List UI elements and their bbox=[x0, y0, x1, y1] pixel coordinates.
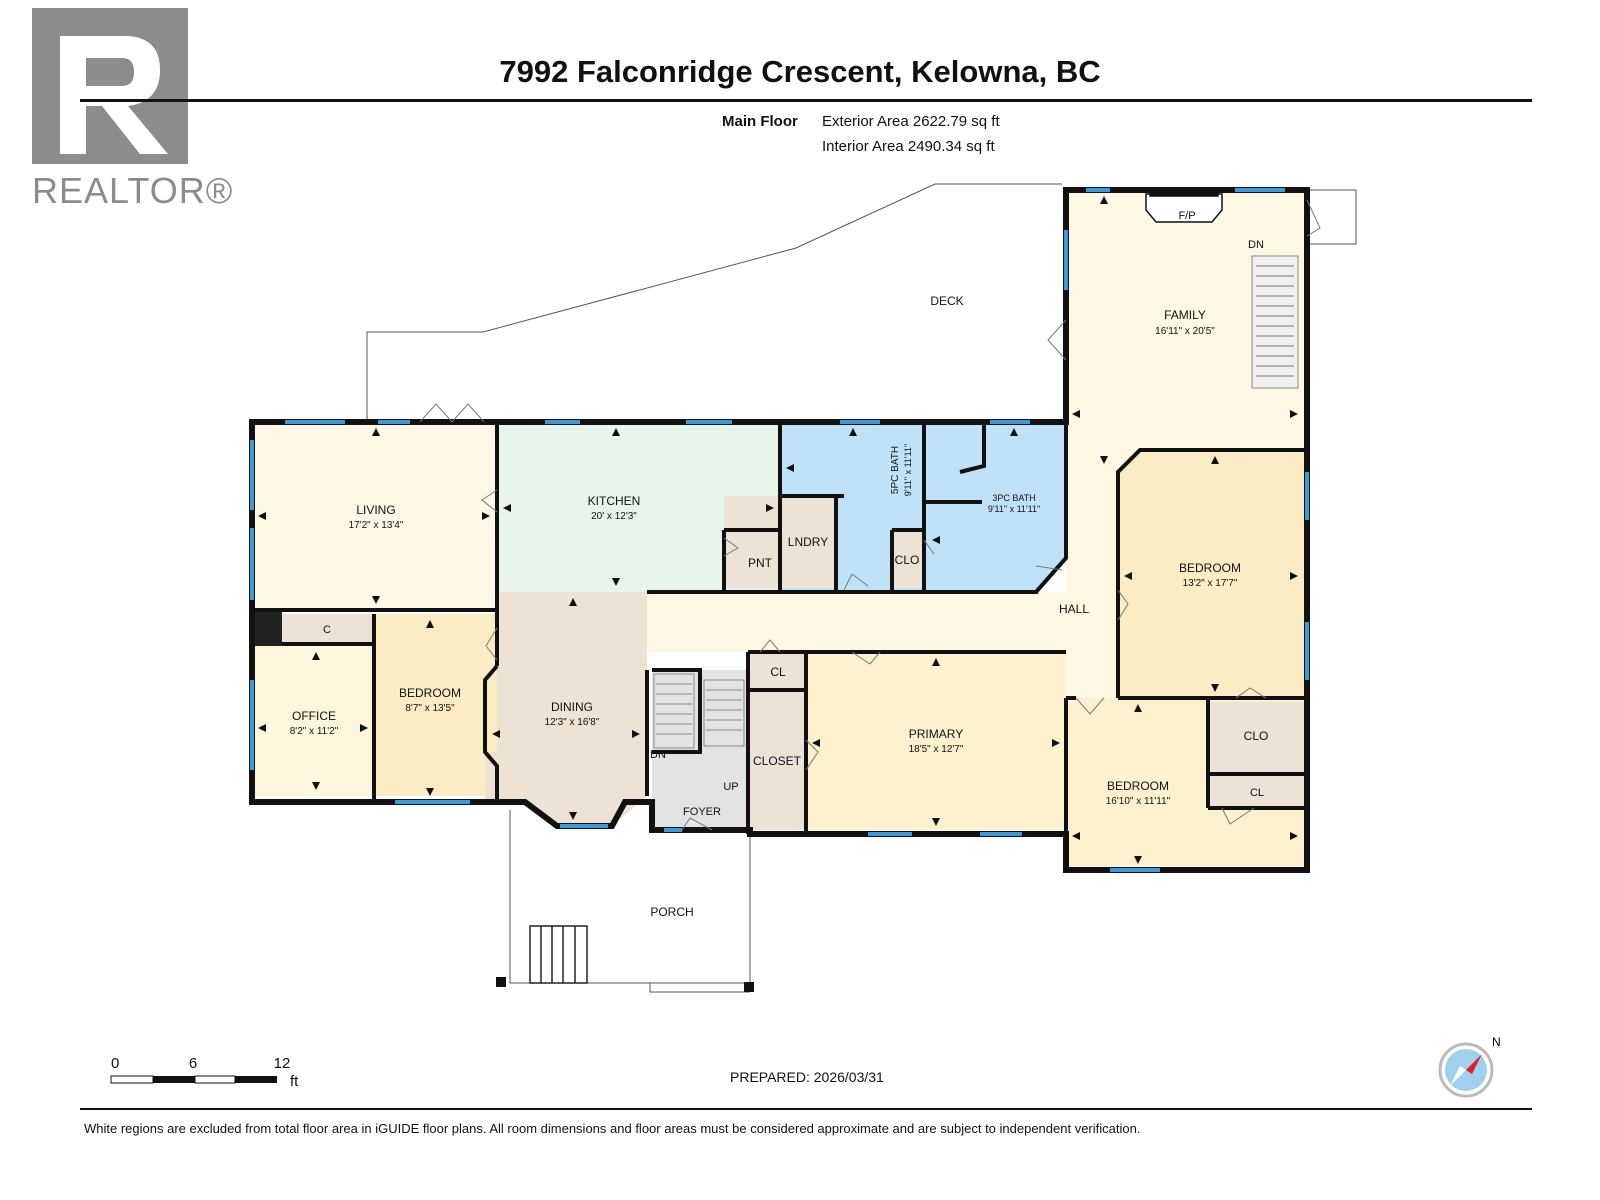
floor-label: Main Floor bbox=[722, 113, 798, 130]
pnt-fill bbox=[724, 496, 780, 588]
family-label: FAMILY bbox=[1164, 308, 1206, 322]
windows bbox=[250, 188, 1309, 872]
compass-icon: N bbox=[1438, 1035, 1501, 1098]
measure-arrows bbox=[258, 196, 1298, 864]
foyer-label: FOYER bbox=[683, 806, 721, 818]
bedroom-right-dim: 13'2" x 17'7" bbox=[1183, 578, 1238, 589]
footer-rule bbox=[80, 1108, 1532, 1110]
bath3-dim: 9'11" x 11'11" bbox=[988, 504, 1040, 514]
exterior-area: Exterior Area 2622.79 sq ft bbox=[822, 113, 1000, 130]
scale-0: 0 bbox=[111, 1055, 119, 1072]
compass-north-label: N bbox=[1492, 1035, 1501, 1049]
foyer-stairs bbox=[653, 673, 745, 749]
dining-label: DINING bbox=[551, 700, 593, 714]
primary-label: PRIMARY bbox=[909, 727, 963, 741]
kitchen-label: KITCHEN bbox=[588, 494, 641, 508]
bath5-dim: 9'11" x 11'11" bbox=[903, 444, 913, 496]
lndry-fill bbox=[782, 496, 836, 588]
c-closet-fill bbox=[282, 614, 372, 644]
living-label: LIVING bbox=[356, 503, 395, 517]
prepared-date: PREPARED: 2026/03/31 bbox=[730, 1069, 884, 1085]
interior-walls bbox=[252, 422, 1304, 870]
scale-12: 12 bbox=[274, 1055, 291, 1072]
cl-bedroom-label: CL bbox=[1250, 787, 1264, 799]
bedroom-left-label: BEDROOM bbox=[399, 686, 461, 700]
office-label: OFFICE bbox=[292, 709, 336, 723]
deck-outline bbox=[366, 183, 1357, 425]
family-fill bbox=[1066, 190, 1304, 698]
porch-post bbox=[744, 982, 754, 992]
realtor-logo bbox=[32, 8, 188, 164]
fireplace-label: F/P bbox=[1178, 210, 1195, 222]
door-swings bbox=[419, 199, 1321, 831]
office-fill bbox=[252, 646, 372, 796]
scale-6: 6 bbox=[189, 1055, 197, 1072]
clo-bath-label: CLO bbox=[895, 553, 920, 567]
porch-steps bbox=[529, 925, 588, 984]
stair-up-label: UP bbox=[723, 781, 738, 793]
c-label: C bbox=[323, 624, 331, 636]
bath3-fill bbox=[926, 422, 1066, 590]
family-stair-dn-label: DN bbox=[1248, 239, 1264, 251]
room-labels: DECK FAMILY 16'11" x 20'5" F/P DN LIVING… bbox=[290, 210, 1269, 919]
hall-label: HALL bbox=[1059, 602, 1089, 616]
scale-bar: 0 6 12 ft bbox=[110, 1055, 299, 1090]
pnt-label: PNT bbox=[748, 556, 773, 570]
scale-unit: ft bbox=[290, 1073, 299, 1090]
cl-top-fill bbox=[748, 652, 804, 690]
bedroom-bottom-label: BEDROOM bbox=[1107, 779, 1169, 793]
dining-dim: 12'3" x 16'8" bbox=[545, 717, 600, 728]
family-stairs bbox=[1251, 255, 1299, 389]
cl-bedroom-fill bbox=[1210, 776, 1304, 808]
title-rule bbox=[80, 99, 1532, 102]
bath3-label: 3PC BATH bbox=[992, 493, 1035, 503]
bedroom-bottom-dim: 16'10" x 11'11" bbox=[1106, 796, 1171, 807]
office-dim: 8'2" x 11'2" bbox=[290, 726, 339, 737]
disclaimer-text: White regions are excluded from total fl… bbox=[84, 1121, 1141, 1136]
bedroom-left-dim: 8'7" x 13'5" bbox=[405, 703, 455, 714]
closet-fill bbox=[748, 690, 804, 830]
porch-post bbox=[496, 977, 506, 987]
living-room-fill bbox=[252, 422, 497, 610]
office-wall-block bbox=[252, 610, 282, 646]
primary-dim: 18'5" x 12'7" bbox=[909, 744, 964, 755]
living-dim: 17'2" x 13'4" bbox=[349, 520, 404, 531]
dining-fill bbox=[485, 592, 647, 826]
clo-bedroom-label: CLO bbox=[1244, 729, 1269, 743]
interior-area: Interior Area 2490.34 sq ft bbox=[822, 138, 995, 155]
bedroom-left-fill bbox=[376, 614, 497, 796]
deck-label: DECK bbox=[930, 294, 963, 308]
room-fills bbox=[252, 190, 1304, 866]
fireplace bbox=[1145, 189, 1223, 223]
lndry-label: LNDRY bbox=[788, 535, 828, 549]
porch-outline bbox=[509, 810, 751, 993]
cl-top-label: CL bbox=[770, 665, 786, 679]
kitchen-dim: 20' x 12'3" bbox=[591, 511, 637, 522]
closet-label: CLOSET bbox=[753, 754, 802, 768]
bedroom-right-label: BEDROOM bbox=[1179, 561, 1241, 575]
bedroom-right-fill bbox=[1118, 450, 1304, 698]
clo-bedroom-fill bbox=[1210, 702, 1304, 772]
clo-bath-fill bbox=[894, 530, 924, 588]
bath5-label: 5PC BATH bbox=[890, 446, 901, 494]
porch-label: PORCH bbox=[650, 905, 693, 919]
page-title: 7992 Falconridge Crescent, Kelowna, BC bbox=[499, 54, 1101, 89]
family-dim: 16'11" x 20'5" bbox=[1155, 326, 1215, 337]
realtor-logo-text: REALTOR® bbox=[32, 170, 234, 211]
primary-fill bbox=[808, 652, 1066, 830]
stair-dn-label: DN bbox=[650, 749, 666, 761]
hall-fill bbox=[647, 592, 1066, 652]
